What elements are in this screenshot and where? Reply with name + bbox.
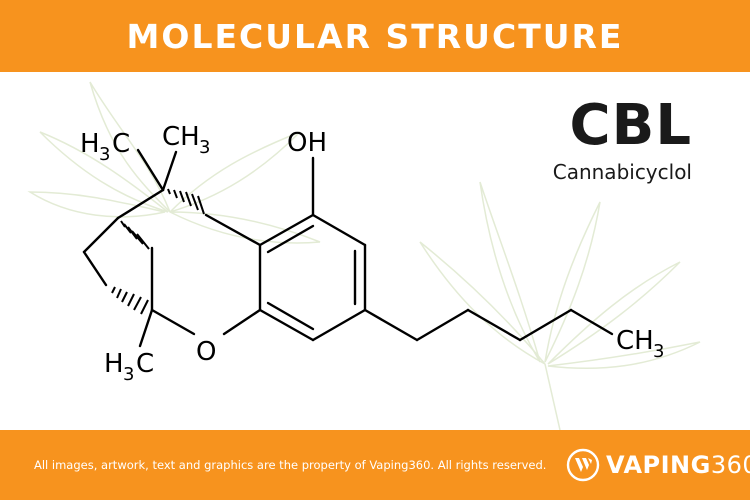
- svg-text:3: 3: [199, 137, 210, 158]
- bond-gem-ch3-left: [136, 148, 165, 192]
- bond-chain-4: [518, 308, 573, 342]
- bond-ring-3: [311, 308, 367, 342]
- bond-ring-6: [258, 213, 315, 247]
- atom-ch3-tail-label: CH 3: [616, 326, 664, 362]
- bond-gem-ch3-right: [161, 150, 178, 192]
- bond-chain-1: [363, 308, 419, 342]
- svg-text:H: H: [104, 349, 124, 379]
- copyright-notice: All images, artwork, text and graphics a…: [34, 458, 547, 472]
- header-bar: MOLECULAR STRUCTURE: [0, 0, 750, 72]
- bond-ring-4-inner: [266, 301, 315, 331]
- svg-text:3: 3: [653, 341, 664, 362]
- bond-ring-4: [258, 308, 315, 342]
- atom-h3c-left-label: H 3 C: [80, 129, 130, 165]
- bond-ring-c-c: [204, 213, 262, 247]
- svg-text:C: C: [136, 349, 154, 379]
- hashed-wedge-bonds: [111, 188, 205, 315]
- compound-name: Cannabicyclol: [552, 160, 692, 184]
- footer-bar: All images, artwork, text and graphics a…: [0, 430, 750, 500]
- vaping360-logo-icon: [566, 448, 600, 482]
- svg-text:3: 3: [99, 144, 110, 165]
- svg-text:3: 3: [123, 364, 134, 385]
- bond-o-ring: [222, 308, 262, 336]
- bond-ring-6-inner: [266, 224, 315, 254]
- atom-oh-label: OH: [287, 128, 327, 158]
- bond-o-c: [150, 308, 196, 336]
- svg-text:CH: CH: [162, 122, 200, 152]
- svg-text:C: C: [112, 129, 130, 159]
- atom-ch3-top-label: CH 3: [162, 122, 210, 158]
- svg-text:H: H: [80, 129, 100, 159]
- bond-bridge-2: [82, 216, 120, 254]
- bond-chain-3: [466, 308, 522, 342]
- bond-chain-5: [569, 308, 614, 336]
- atom-h3c-bottom-label: H 3 C: [104, 349, 154, 385]
- brand-logo: VAPING360: [566, 446, 750, 484]
- bond-ring-1: [311, 213, 367, 247]
- bond-chain-2: [415, 308, 470, 342]
- bond-bridge-3: [82, 250, 108, 287]
- atom-o-label: O: [196, 337, 216, 367]
- bond-gem-1: [116, 188, 165, 220]
- page-title: MOLECULAR STRUCTURE: [126, 16, 624, 56]
- compound-title-block: CBL Cannabicyclol: [552, 93, 692, 185]
- brand-wordmark: VAPING360: [606, 451, 750, 479]
- bond-ch3-bottom: [138, 308, 154, 348]
- compound-abbreviation: CBL: [569, 93, 692, 158]
- cannabis-leaf-watermark-icon: [27, 81, 701, 430]
- svg-text:CH: CH: [616, 326, 654, 356]
